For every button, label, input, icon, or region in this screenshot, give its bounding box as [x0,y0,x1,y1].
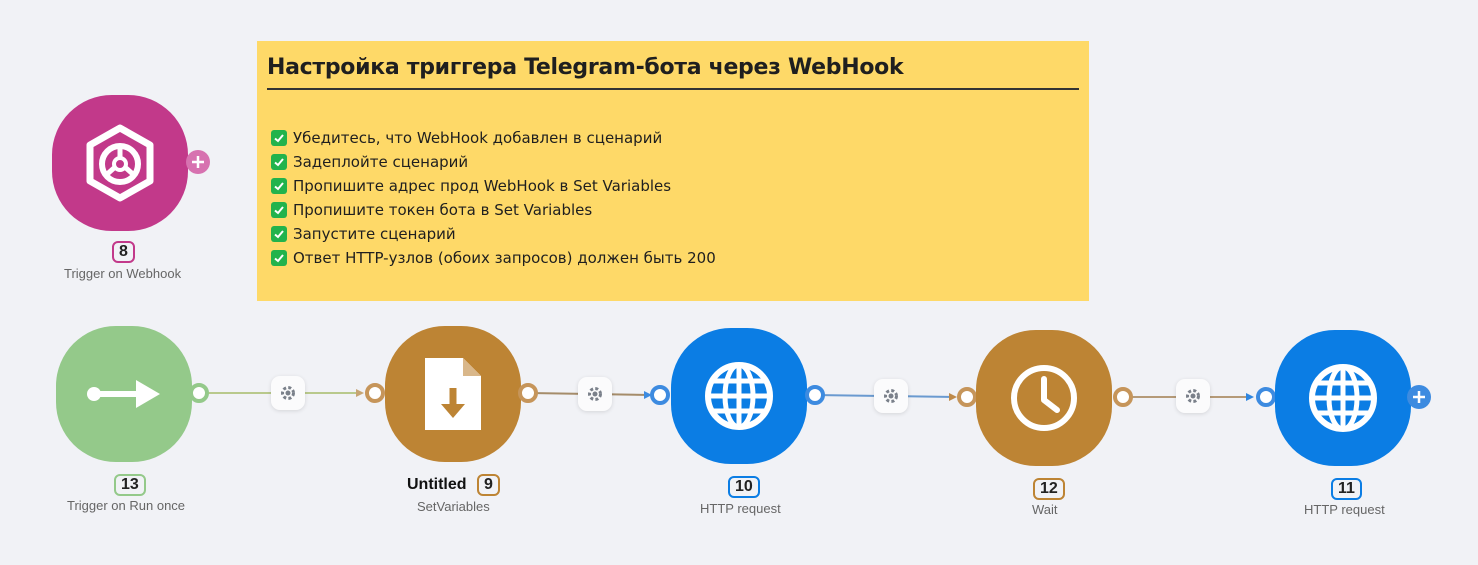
node-id-badge: 12 [1033,478,1065,500]
node-wait[interactable] [976,330,1112,466]
clock-icon [1011,365,1077,431]
checklist-item-text: Ответ HTTP-узлов (обоих запросов) должен… [293,249,716,267]
gear-icon [1186,389,1200,403]
output-port[interactable] [1113,387,1133,407]
sticky-note[interactable]: Настройка триггера Telegram-бота через W… [257,41,1089,301]
checklist-item: Ответ HTTP-узлов (обоих запросов) должен… [267,246,1079,270]
input-port[interactable] [650,385,670,405]
wire-arrowhead [1246,393,1254,401]
globe-icon [705,362,773,430]
arrow-right-icon [87,380,160,408]
add-node-plus-icon[interactable] [186,150,210,174]
checklist-item: Пропишите токен бота в Set Variables [267,198,1079,222]
output-port[interactable] [805,385,825,405]
connection-settings-button[interactable] [1176,379,1210,413]
checklist-item-text: Пропишите адрес прод WebHook в Set Varia… [293,177,672,195]
node-id-badge: 13 [114,474,146,496]
checklist-item: Пропишите адрес прод WebHook в Set Varia… [267,174,1079,198]
file-download-icon [425,358,481,430]
checkbox-checked-icon [271,250,287,266]
node-caption: Trigger on Run once [67,498,186,513]
node-caption: HTTP request [700,501,781,516]
node-id-badge: 10 [728,476,760,498]
checkbox-checked-icon [271,226,287,242]
connection-settings-button[interactable] [271,376,305,410]
gear-icon [588,387,602,401]
node-set-variables[interactable] [385,326,521,462]
node-http-request-1[interactable] [671,328,807,464]
output-port[interactable] [189,383,209,403]
node-caption: SetVariables [417,499,490,514]
gear-icon [884,389,898,403]
add-node-plus-icon[interactable] [1407,385,1431,409]
node-trigger-webhook[interactable] [52,95,188,231]
node-trigger-run-once[interactable] [56,326,192,462]
node-caption: Trigger on Webhook [64,266,182,281]
node-id-badge: 8 [112,241,135,263]
wire-arrowhead [949,393,957,401]
checklist-item-text: Запустите сценарий [293,225,456,243]
checklist-item-text: Убедитесь, что WebHook добавлен в сценар… [293,129,663,147]
input-port[interactable] [957,387,977,407]
checklist-item-text: Задеплойте сценарий [293,153,469,171]
node-id-badge: 11 [1331,478,1362,500]
output-port[interactable] [518,383,538,403]
note-title: Настройка триггера Telegram-бота через W… [267,55,1079,90]
node-title: Untitled [407,476,467,493]
checkbox-checked-icon [271,178,287,194]
wire-arrowhead [356,389,364,397]
checkbox-checked-icon [271,130,287,146]
input-port[interactable] [365,383,385,403]
checklist-item: Запустите сценарий [267,222,1079,246]
node-caption: Wait [1032,502,1058,517]
webhook-icon [86,124,154,202]
connection-settings-button[interactable] [874,379,908,413]
wire-arrowhead [644,391,652,399]
checkbox-checked-icon [271,154,287,170]
input-port[interactable] [1256,387,1276,407]
connection-settings-button[interactable] [578,377,612,411]
node-id-badge: 9 [477,474,500,496]
checklist-item-text: Пропишите токен бота в Set Variables [293,201,593,219]
checklist-item: Задеплойте сценарий [267,150,1079,174]
checkbox-checked-icon [271,202,287,218]
gear-icon [281,386,295,400]
node-http-request-2[interactable] [1275,330,1411,466]
checklist: Убедитесь, что WebHook добавлен в сценар… [267,126,1079,270]
globe-icon [1309,364,1377,432]
node-caption: HTTP request [1304,502,1385,517]
checklist-item: Убедитесь, что WebHook добавлен в сценар… [267,126,1079,150]
